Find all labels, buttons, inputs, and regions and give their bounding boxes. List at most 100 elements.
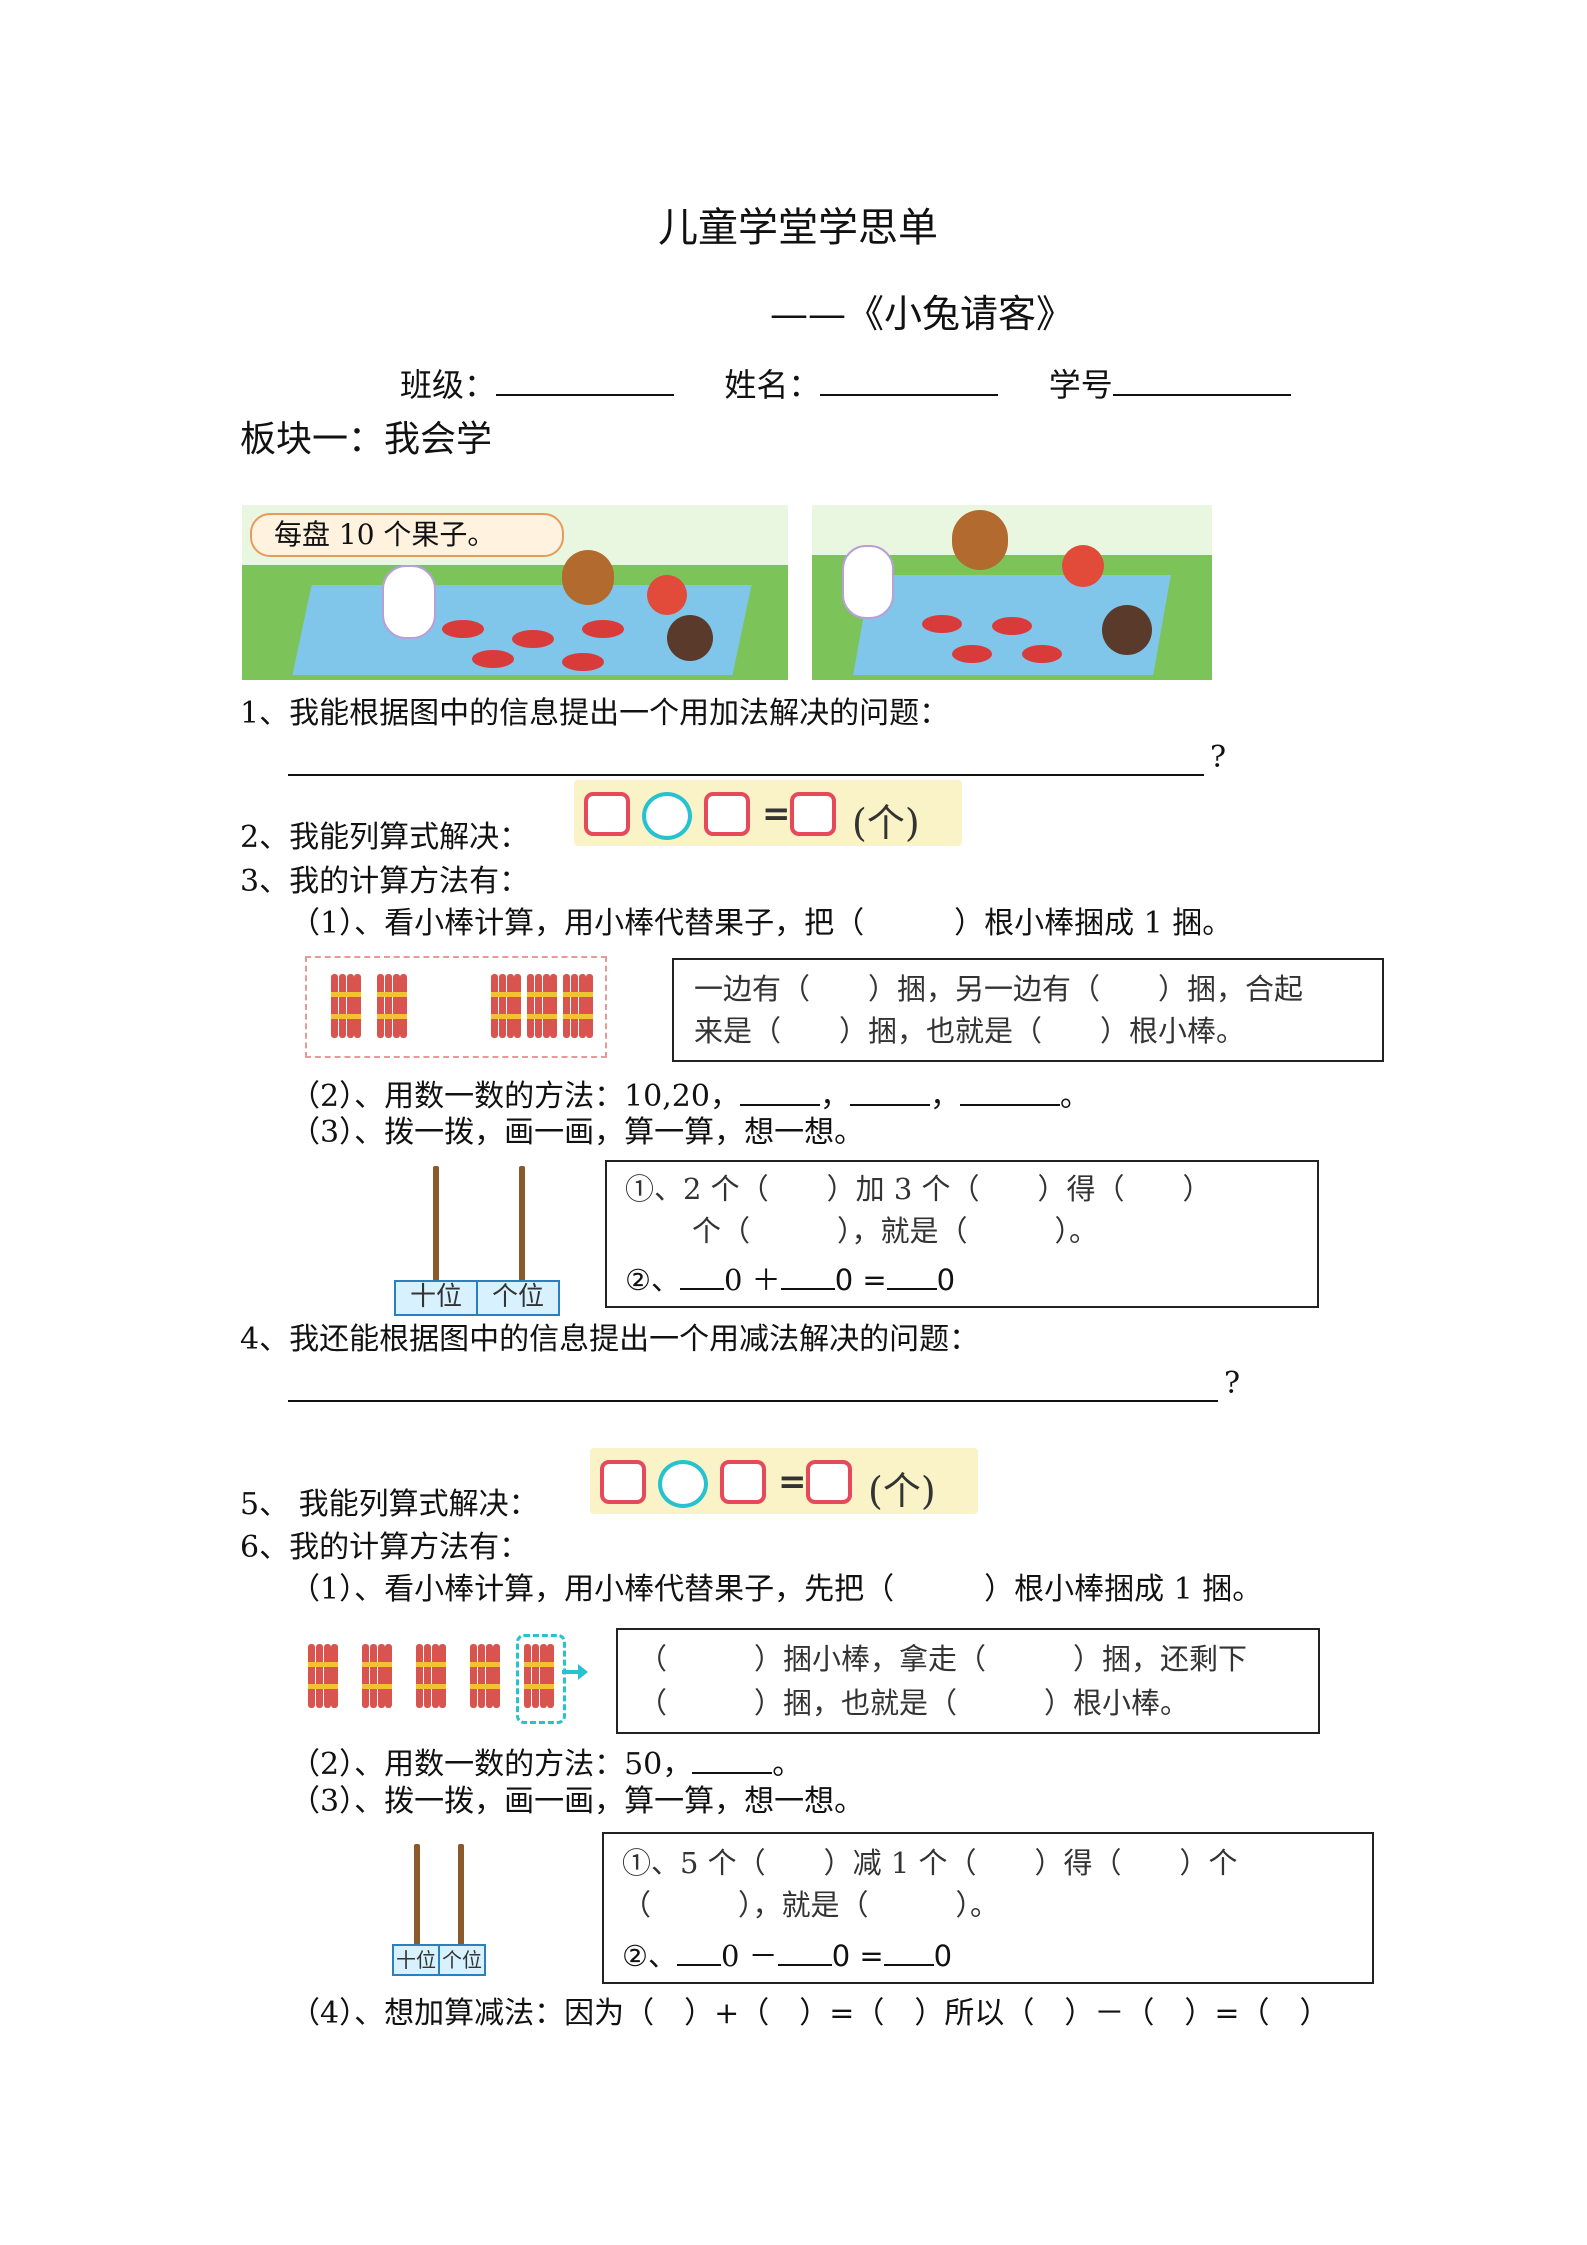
equals-sign: = xyxy=(762,794,791,834)
q4-question-mark: ? xyxy=(1224,1366,1241,1401)
box-line: 个（ ），就是（ ）。 xyxy=(692,1214,1099,1248)
abacus-rod[interactable] xyxy=(458,1844,464,1950)
q6-sticks-answer-box: （ ）捆小棒，拿走（ ）捆，还剩下 （ ）捆，也就是（ ）根小棒。 xyxy=(616,1628,1320,1734)
stick-bundle xyxy=(491,974,521,1038)
stick-bundle xyxy=(470,1644,500,1708)
count-blank[interactable] xyxy=(692,1742,773,1774)
stick-bundle xyxy=(331,974,361,1038)
q5-text: 5、 我能列算式解决： xyxy=(240,1487,539,1522)
q1-question-mark: ? xyxy=(1210,740,1227,775)
unit-label: (个) xyxy=(852,801,920,845)
speech-text: 每盘 10 个果子。 xyxy=(274,518,496,551)
q3-part3: （3）、拨一拨，画一画，算一算，想一想。 xyxy=(290,1115,865,1150)
count-blank[interactable] xyxy=(739,1074,820,1106)
abacus-q6: 十位 个位 xyxy=(390,1840,500,1980)
q6-part4: （4）、想加算减法：因为（ ）+（ ）=（ ）所以（ ）－（ ）=（ ） xyxy=(290,1996,1330,2031)
q1-text: 1、我能根据图中的信息提出一个用加法解决的问题： xyxy=(240,696,950,731)
stick-bundle xyxy=(527,974,557,1038)
equation-blank[interactable] xyxy=(883,1934,934,1966)
q4-answer-line[interactable] xyxy=(288,1400,1218,1402)
operator-circle[interactable] xyxy=(642,792,692,840)
q6-part1: （1）、看小棒计算，用小棒代替果子，先把（ ）根小棒捆成 1 捆。 xyxy=(290,1572,1263,1607)
q6-part2: （2）、用数一数的方法：50，。 xyxy=(290,1742,802,1783)
class-label: 班级： xyxy=(400,366,497,404)
blank-square[interactable] xyxy=(584,792,630,836)
rabbit xyxy=(382,565,436,639)
stick-bundle xyxy=(563,974,593,1038)
place-ones: 个位 xyxy=(476,1280,560,1316)
plate-of-fruit xyxy=(992,617,1032,635)
abacus-q3: 十位 个位 xyxy=(390,1160,570,1320)
monkey xyxy=(952,510,1008,570)
id-label: 学号 xyxy=(1048,366,1113,404)
illustration-picnic-left: 每盘 10 个果子。 xyxy=(242,505,788,680)
plate-of-fruit xyxy=(952,645,992,663)
id-blank[interactable] xyxy=(1112,364,1291,396)
blank-square[interactable] xyxy=(600,1460,646,1504)
squirrel xyxy=(647,575,687,615)
equation-blank[interactable] xyxy=(680,1258,724,1290)
rabbit xyxy=(842,545,894,619)
section-heading: 板块一：我会学 xyxy=(240,419,493,460)
speech-bubble: 每盘 10 个果子。 xyxy=(250,513,564,557)
plate-of-fruit xyxy=(1022,645,1062,663)
q6-sticks-panel xyxy=(290,1628,590,1724)
plate-of-fruit xyxy=(922,615,962,633)
abacus-rod[interactable] xyxy=(433,1166,439,1282)
equals-sign: = xyxy=(778,1462,807,1502)
abacus-rod[interactable] xyxy=(519,1166,525,1282)
blank-square[interactable] xyxy=(720,1460,766,1504)
box-line: ①、5 个（ ）减 1 个（ ）得（ ）个 xyxy=(622,1846,1238,1880)
equation-blank[interactable] xyxy=(780,1258,835,1290)
q6-part3: （3）、拨一拨，画一画，算一算，想一想。 xyxy=(290,1784,865,1819)
stick-bundle xyxy=(362,1644,392,1708)
hedgehog xyxy=(1102,605,1152,655)
q1-answer-line[interactable] xyxy=(288,774,1204,776)
operator-circle[interactable] xyxy=(658,1460,708,1508)
q4-text: 4、我还能根据图中的信息提出一个用减法解决的问题： xyxy=(240,1322,980,1357)
box-line: 来是（ ）捆，也就是（ ）根小棒。 xyxy=(694,1014,1246,1048)
equation-blank[interactable] xyxy=(777,1934,832,1966)
class-blank[interactable] xyxy=(496,364,675,396)
blank-square[interactable] xyxy=(806,1460,852,1504)
place-tens: 十位 xyxy=(394,1280,478,1316)
q2-text: 2、我能列算式解决： xyxy=(240,820,530,855)
q6-text: 6、我的计算方法有： xyxy=(240,1530,530,1565)
q2-formula: = (个) xyxy=(574,780,962,846)
abacus-rod[interactable] xyxy=(414,1844,420,1950)
name-label: 姓名： xyxy=(724,366,821,404)
box-line: （ ）捆小棒，拿走（ ）捆，还剩下 xyxy=(638,1642,1248,1676)
name-blank[interactable] xyxy=(820,364,999,396)
equation-blank[interactable] xyxy=(677,1934,721,1966)
stick-bundle-removed xyxy=(524,1644,554,1708)
place-ones: 个位 xyxy=(438,1944,486,1976)
arrow-right-icon xyxy=(562,1670,580,1674)
q3-sticks-answer-box: 一边有（ ）捆，另一边有（ ）捆，合起 来是（ ）捆，也就是（ ）根小棒。 xyxy=(672,958,1384,1062)
hedgehog xyxy=(667,615,713,661)
stick-bundle xyxy=(416,1644,446,1708)
plate-of-fruit xyxy=(562,653,604,671)
count-blank[interactable] xyxy=(959,1074,1060,1106)
q3-text: 3、我的计算方法有： xyxy=(240,864,530,899)
place-tens: 十位 xyxy=(392,1944,440,1976)
plate-of-fruit xyxy=(512,630,554,648)
removed-bundle-marker xyxy=(516,1634,566,1724)
stick-bundle xyxy=(377,974,407,1038)
blank-square[interactable] xyxy=(790,792,836,836)
blank-square[interactable] xyxy=(704,792,750,836)
box-equation: ②、0 ＋0 =0 xyxy=(625,1258,955,1297)
page-title: 儿童学堂学思单 xyxy=(658,205,938,251)
stick-bundle xyxy=(308,1644,338,1708)
page-subtitle: ——《小兔请客》 xyxy=(770,292,1075,336)
squirrel xyxy=(1062,545,1104,587)
plate-of-fruit xyxy=(442,620,484,638)
count-blank[interactable] xyxy=(849,1074,930,1106)
unit-label: (个) xyxy=(868,1469,936,1513)
box-line: （ ）捆，也就是（ ）根小棒。 xyxy=(638,1686,1190,1720)
q6-abacus-answer-box: ①、5 个（ ）减 1 个（ ）得（ ）个 （ ），就是（ ）。 ②、0 －0 … xyxy=(602,1832,1374,1984)
box-line: （ ），就是（ ）。 xyxy=(622,1888,1000,1922)
box-line: ①、2 个（ ）加 3 个（ ）得（ ） xyxy=(625,1172,1212,1206)
q3-abacus-answer-box: ①、2 个（ ）加 3 个（ ）得（ ） 个（ ），就是（ ）。 ②、0 ＋0 … xyxy=(605,1160,1319,1308)
equation-blank[interactable] xyxy=(886,1258,937,1290)
plate-of-fruit xyxy=(582,620,624,638)
